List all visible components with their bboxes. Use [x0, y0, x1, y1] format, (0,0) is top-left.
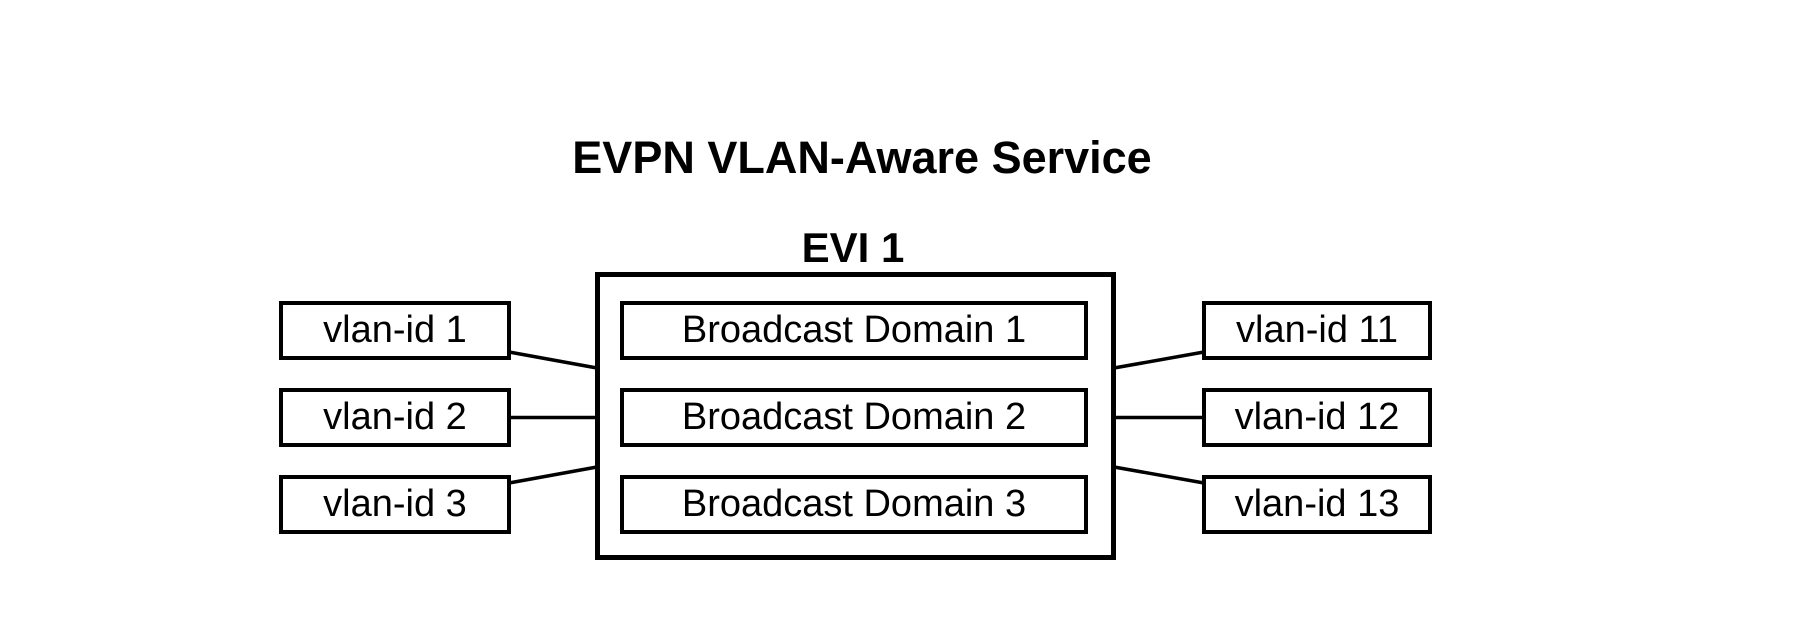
vlan-id-12-box: vlan-id 12 [1202, 388, 1432, 447]
broadcast-domain-3-box: Broadcast Domain 3 [620, 475, 1088, 534]
vlan-id-13-label: vlan-id 13 [1234, 483, 1400, 525]
vlan-id-12-label: vlan-id 12 [1234, 396, 1400, 438]
broadcast-domain-2-box: Broadcast Domain 2 [620, 388, 1088, 447]
connector-vlan3-evi [508, 465, 598, 485]
vlan-id-2-label: vlan-id 2 [323, 396, 467, 438]
vlan-id-3-label: vlan-id 3 [323, 483, 467, 525]
vlan-id-11-box: vlan-id 11 [1202, 301, 1432, 360]
vlan-id-3-box: vlan-id 3 [279, 475, 511, 534]
connector-vlan1-evi [508, 350, 598, 370]
vlan-id-1-label: vlan-id 1 [323, 309, 467, 351]
connector-evi-vlan11 [1113, 350, 1205, 370]
diagram-title: EVPN VLAN-Aware Service [572, 132, 1152, 183]
broadcast-domain-1-box: Broadcast Domain 1 [620, 301, 1088, 360]
connector-evi-vlan13 [1113, 465, 1205, 485]
evi-label: EVI 1 [801, 224, 905, 271]
vlan-id-11-label: vlan-id 11 [1236, 309, 1398, 351]
broadcast-domain-2-label: Broadcast Domain 2 [681, 396, 1027, 438]
vlan-id-2-box: vlan-id 2 [279, 388, 511, 447]
vlan-id-1-box: vlan-id 1 [279, 301, 511, 360]
vlan-id-13-box: vlan-id 13 [1202, 475, 1432, 534]
broadcast-domain-3-label: Broadcast Domain 3 [681, 483, 1027, 525]
broadcast-domain-1-label: Broadcast Domain 1 [681, 309, 1027, 351]
